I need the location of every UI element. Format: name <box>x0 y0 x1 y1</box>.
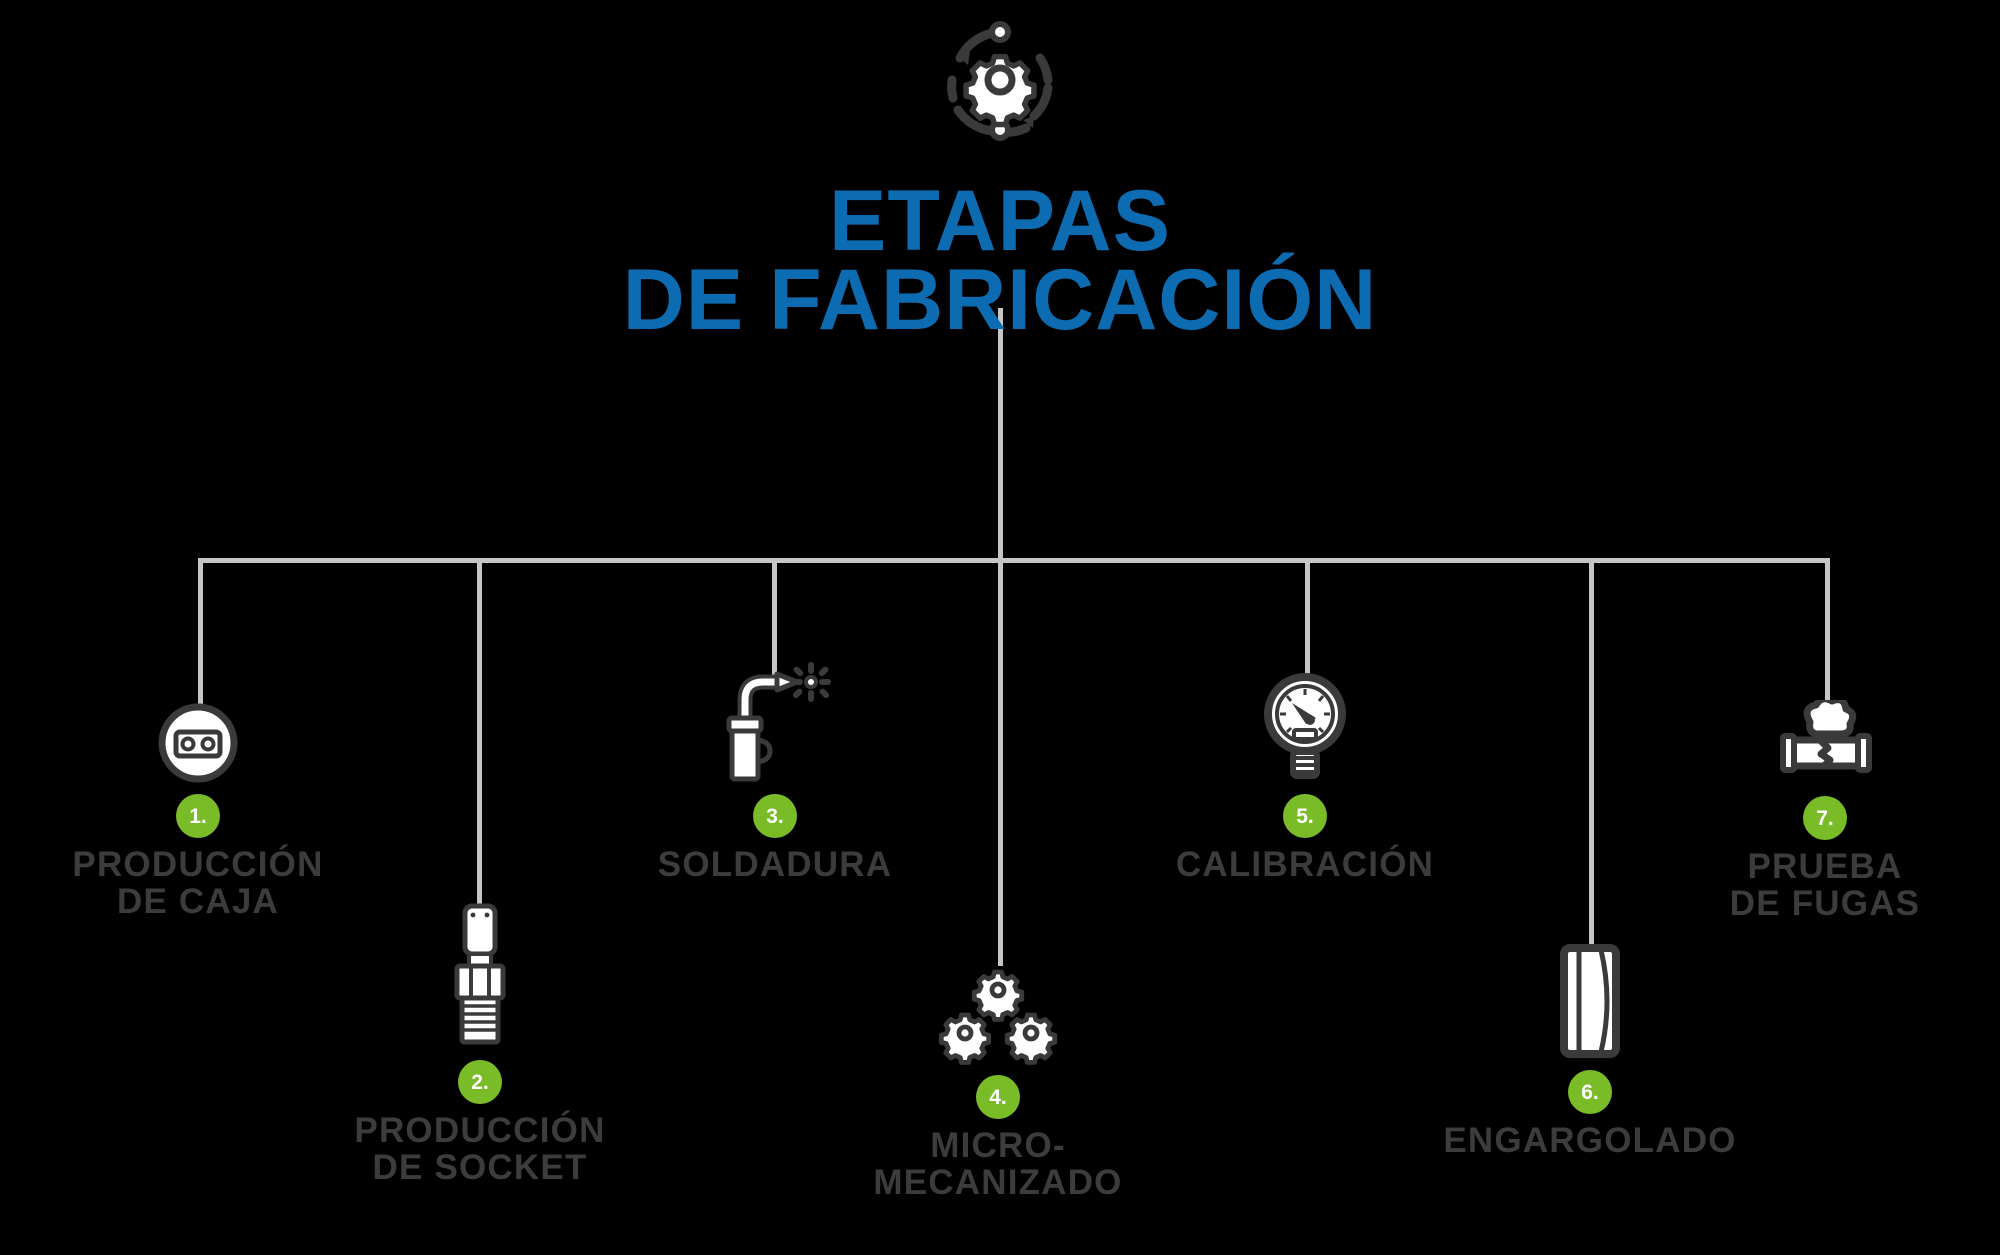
stage-5-badge: 5. <box>1283 794 1327 838</box>
connector-branch-3 <box>772 558 777 680</box>
stage-1-icon-wrap <box>38 700 358 784</box>
stage-node-4[interactable]: 4. MICRO-MECANIZADO <box>838 955 1158 1201</box>
stage-1-badge: 1. <box>176 794 220 838</box>
stage-7-badge: 7. <box>1803 796 1847 840</box>
stage-3-badge: 3. <box>753 794 797 838</box>
stage-5-icon-wrap <box>1145 672 1465 784</box>
stage-6-icon-wrap <box>1430 940 1750 1060</box>
rolled-cylinder-icon <box>1560 944 1620 1058</box>
title-line-2: DE FABRICACIÓN <box>622 252 1378 349</box>
connector-horizontal-bus <box>198 558 1828 563</box>
stage-3-icon-wrap <box>615 660 935 784</box>
stage-node-1[interactable]: 1. PRODUCCIÓN DE CAJA <box>38 700 358 920</box>
meter-box-circle-icon <box>158 703 238 783</box>
stage-4-label: MICRO-MECANIZADO <box>873 1126 1123 1203</box>
page-title: ETAPAS DE FABRICACIÓN <box>0 173 2000 349</box>
connector-branch-7 <box>1825 558 1830 708</box>
stage-1-label: PRODUCCIÓN DE CAJA <box>72 845 324 922</box>
stage-2-badge: 2. <box>458 1060 502 1104</box>
stage-4-icon-wrap <box>838 955 1158 1065</box>
stage-4-badge: 4. <box>976 1075 1020 1119</box>
three-gears-icon <box>937 957 1059 1065</box>
stage-6-badge: 6. <box>1568 1070 1612 1114</box>
pressure-gauge-icon <box>1264 673 1346 779</box>
socket-connector-icon <box>454 903 506 1045</box>
stage-node-7[interactable]: 7. PRUEBA DE FUGAS <box>1665 700 1985 922</box>
stage-7-label: PRUEBA DE FUGAS <box>1729 847 1921 924</box>
connector-trunk-vertical <box>998 308 1003 560</box>
stage-node-6[interactable]: 6. ENGARGOLADO <box>1430 940 1750 1159</box>
connector-branch-5 <box>1305 558 1310 678</box>
pipe-leak-icon <box>1780 700 1872 773</box>
stage-2-label: PRODUCCIÓN DE SOCKET <box>354 1111 606 1188</box>
stage-2-icon-wrap <box>320 900 640 1050</box>
gear-orbit-icon <box>938 18 1062 142</box>
connector-branch-4 <box>998 558 1003 966</box>
stage-node-3[interactable]: 3. SOLDADURA <box>615 660 935 883</box>
connector-branch-6 <box>1589 558 1594 948</box>
title-line-1: ETAPAS <box>828 173 1172 269</box>
connector-branch-2 <box>477 558 482 908</box>
stage-node-5[interactable]: 5. CALIBRACIÓN <box>1145 672 1465 883</box>
connector-branch-1 <box>198 558 203 708</box>
welding-torch-icon <box>726 662 831 782</box>
stage-3-label: SOLDADURA <box>657 845 893 884</box>
stage-node-2[interactable]: 2. PRODUCCIÓN DE SOCKET <box>320 900 640 1186</box>
stage-5-label: CALIBRACIÓN <box>1175 845 1435 884</box>
stage-6-label: ENGARGOLADO <box>1443 1121 1737 1160</box>
stage-7-icon-wrap <box>1665 700 1985 786</box>
